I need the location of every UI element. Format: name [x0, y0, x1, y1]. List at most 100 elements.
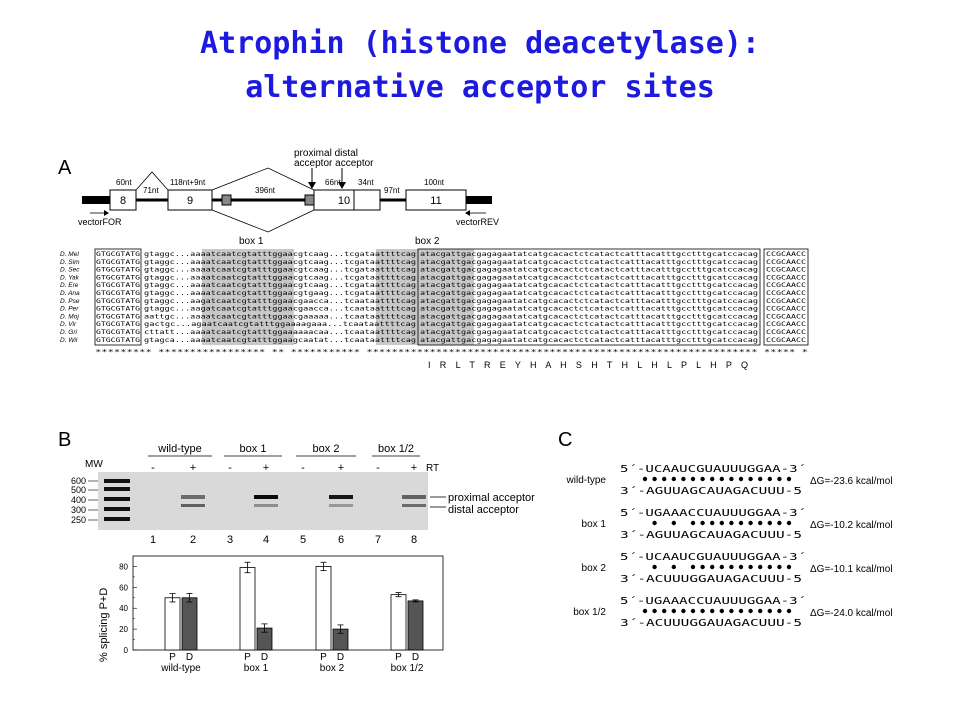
base-pair-dot: [642, 608, 648, 614]
seq-exon-mid: atacgattgacgagagaatatcatgcacactctcatactc…: [420, 336, 758, 344]
species-label: D. Wil: [60, 337, 78, 344]
base-pair-dot: [671, 476, 676, 482]
ladder-band: [104, 507, 130, 511]
base-pair-dot: [710, 520, 715, 526]
box1-shade: [202, 249, 294, 345]
rt-sign: -: [301, 462, 305, 474]
panel-a-label: A: [58, 157, 72, 179]
ladder-band: [104, 479, 130, 483]
seq-exon-mid: atacgattgacgagagaatatcatgcacactctcatactc…: [420, 320, 758, 328]
duplex-bottom-strand: 3´-AGUUAGCAUAGACUUU-5: [620, 485, 802, 497]
chart-x-label: box 1: [244, 663, 269, 674]
length-label: 100nt: [424, 178, 445, 187]
base-pair-dot: [729, 608, 734, 614]
chart-tick-label: 20: [119, 625, 128, 634]
slide-title-line1: Atrophin (histone deacetylase):: [200, 26, 760, 61]
base-pair-dot: [767, 608, 772, 614]
gel-group-label: box 2: [313, 443, 340, 455]
rt-sign: +: [411, 462, 417, 474]
duplex-top-strand: 5´-UCAAUCGUAUUUGGAA-3´: [620, 463, 806, 475]
splice-arc-8-9: [135, 171, 169, 191]
length-label: 118nt+9nt: [170, 178, 206, 187]
base-pair-dot: [758, 608, 763, 614]
seq-intron: gtaggc...aaaatcaatcgtatttggaacgtcaag...t…: [144, 266, 416, 274]
seq-exon-mid: atacgattgacgagagaatatcatgcacactctcatactc…: [420, 266, 758, 274]
bar-letter: P: [169, 652, 176, 663]
gel-bands: [104, 479, 426, 521]
length-label: 97nt: [384, 186, 400, 195]
acceptor-header-bottom: acceptor acceptor: [294, 158, 374, 169]
base-pair-dot: [700, 476, 705, 482]
seq-exon-left: GTGCGTATG: [96, 281, 140, 289]
seq-exon-right: CCGCAACC: [766, 305, 806, 313]
panel-b-label: B: [58, 429, 71, 451]
rt-sign: +: [338, 462, 344, 474]
base-pair-dot: [748, 476, 753, 482]
box2-marker: [304, 194, 315, 206]
base-pair-dot: [767, 476, 772, 482]
mw-marker-label: 250: [71, 515, 86, 525]
chart-tick-label: 40: [119, 604, 128, 613]
seq-intron: gtagca...aaaatcaatcgtatttggaagcaatat...t…: [144, 336, 416, 344]
base-pair-dot: [786, 608, 792, 614]
seq-exon-mid: atacgattgacgagagaatatcatgcacactctcatactc…: [420, 258, 758, 266]
seq-exon-right: CCGCAACC: [766, 281, 806, 289]
box1-marker: [221, 194, 232, 206]
seq-exon-right: CCGCAACC: [766, 250, 806, 258]
base-pair-dot: [681, 476, 686, 482]
exon-9: [167, 189, 213, 211]
base-pair-dot: [710, 608, 715, 614]
base-pair-dot: [700, 608, 705, 614]
seq-exon-right: CCGCAACC: [766, 328, 806, 336]
duplex-delta-g: ΔG=-10.1 kcal/mol: [810, 564, 893, 575]
seq-intron: cttatt...aaaatcaatcgtatttggaaaaaacaa...t…: [144, 328, 416, 336]
seq-exon-right: CCGCAACC: [766, 320, 806, 328]
seq-intron: gtaggc...aaaatcaatcgtatttggaacgtcaag...t…: [144, 281, 416, 289]
seq-exon-left: GTGCGTATG: [96, 297, 140, 305]
species-label: D. Ere: [60, 282, 79, 289]
base-pair-dot: [738, 608, 744, 614]
base-pair-dot: [729, 520, 734, 526]
mw-marker-label: 400: [71, 495, 86, 505]
length-label: 66nt: [325, 178, 341, 187]
base-pair-dot: [786, 564, 792, 570]
slide-title-line2: alternative acceptor sites: [245, 70, 715, 105]
seq-exon-mid: atacgattgacgagagaatatcatgcacactctcatactc…: [420, 305, 758, 313]
rt-sign: -: [376, 462, 380, 474]
exon-10-label: 10: [338, 195, 350, 207]
duplex-name: box 1: [582, 519, 607, 530]
base-pair-dot: [719, 476, 724, 482]
duplex-delta-g: ΔG=-10.2 kcal/mol: [810, 520, 893, 531]
mw-label: MW: [85, 459, 103, 470]
base-pair-dot: [748, 608, 753, 614]
seq-exon-right: CCGCAACC: [766, 266, 806, 274]
lane-number: 7: [375, 534, 381, 546]
seq-intron: gtaggc...aaaatcaatcgtatttggaacgtgaag...t…: [144, 289, 416, 297]
base-pair-dot: [671, 564, 676, 570]
ladder-band: [104, 497, 130, 501]
seq-exon-right: CCGCAACC: [766, 312, 806, 320]
duplex-name: box 2: [582, 563, 607, 574]
species-label: D. Pse: [60, 298, 80, 305]
proximal-band: [181, 495, 205, 499]
base-pair-dot: [748, 564, 753, 570]
base-pair-dot: [738, 476, 744, 482]
length-label: 34nt: [358, 178, 374, 187]
rt-sign: +: [263, 462, 269, 474]
duplex-top-strand: 5´-UGAAACCUAUUUGGAA-3´: [620, 507, 806, 519]
base-pair-dot: [758, 564, 763, 570]
length-label: 60nt: [116, 178, 132, 187]
vector-left: [82, 196, 110, 204]
distal-band: [329, 504, 353, 507]
band-label-distal: distal acceptor: [448, 504, 519, 516]
base-pair-dot: [652, 476, 657, 482]
seq-exon-mid: atacgattgacgagagaatatcatgcacactctcatactc…: [420, 250, 758, 258]
seq-exon-mid: atacgattgacgagagaatatcatgcacactctcatactc…: [420, 281, 758, 289]
duplex-top-strand: 5´-UCAAUCGUAUUUGGAA-3´: [620, 551, 806, 563]
